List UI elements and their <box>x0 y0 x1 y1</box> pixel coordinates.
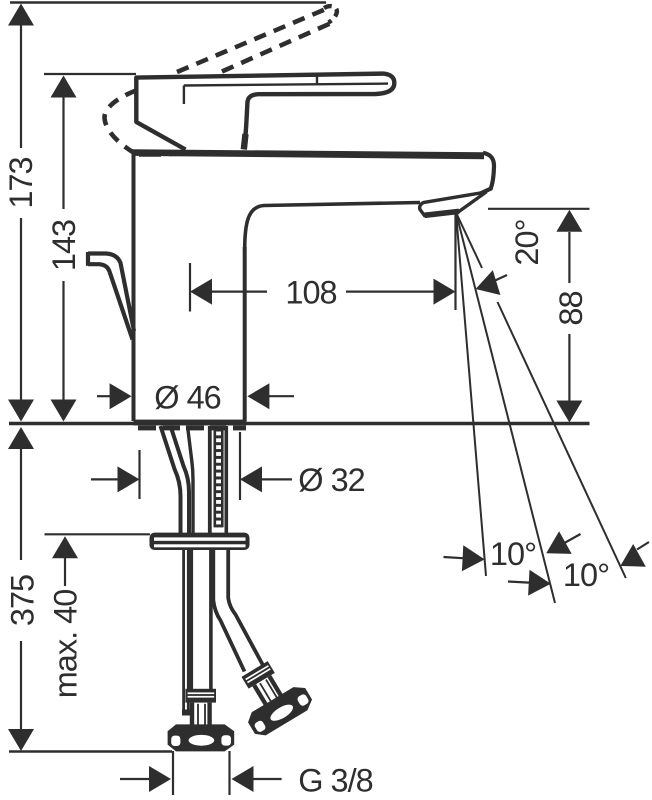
svg-text:G 3/8: G 3/8 <box>298 763 373 799</box>
svg-text:Ø 32: Ø 32 <box>298 462 364 498</box>
svg-text:max. 40: max. 40 <box>47 590 83 699</box>
svg-text:10°: 10° <box>563 557 609 593</box>
svg-text:108: 108 <box>285 275 336 311</box>
svg-text:Ø 46: Ø 46 <box>154 379 220 415</box>
svg-text:88: 88 <box>553 291 589 325</box>
svg-text:173: 173 <box>3 157 39 208</box>
svg-text:20°: 20° <box>509 219 545 265</box>
svg-text:143: 143 <box>46 220 82 271</box>
svg-text:375: 375 <box>5 575 41 626</box>
svg-text:10°: 10° <box>490 536 536 572</box>
